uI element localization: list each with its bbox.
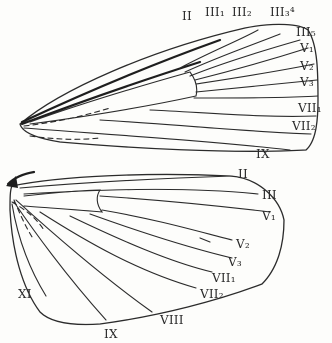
forewing-vein-V3 bbox=[194, 96, 318, 98]
forewing-label-V3: V₃ bbox=[299, 75, 314, 89]
hindwing-vein-V1 bbox=[100, 196, 270, 212]
forewing-label-III34: III₃⁴ bbox=[270, 5, 295, 19]
forewing-label-II: II bbox=[182, 9, 192, 23]
hindwing-base-wedge bbox=[6, 176, 18, 188]
forewing: II III₁ III₂ III₃⁴ III₅ V₁ V₂ V₃ VII₁ VI… bbox=[20, 5, 322, 161]
forewing-label-VII1: VII₁ bbox=[297, 101, 322, 115]
forewing-vein-dashed-2 bbox=[30, 136, 100, 139]
hindwing-vein-III bbox=[24, 189, 258, 194]
forewing-label-IX: IX bbox=[256, 147, 270, 161]
forewing-label-III2: III₂ bbox=[232, 5, 252, 19]
hindwing-label-V2: V₂ bbox=[235, 237, 250, 251]
hindwing-label-IX: IX bbox=[104, 327, 118, 341]
hindwing-label-II: II bbox=[238, 167, 248, 181]
hindwing-vein-XI bbox=[12, 204, 46, 296]
hindwing: II III V₁ V₂ V₃ VII₁ VII₂ VIII IX XI bbox=[6, 167, 284, 341]
forewing-vein-VII2 bbox=[100, 120, 311, 134]
forewing-label-V2: V₂ bbox=[299, 59, 314, 73]
forewing-vein-III1 bbox=[180, 30, 258, 68]
forewing-vein-V2 bbox=[196, 80, 317, 92]
forewing-discal-cell bbox=[30, 72, 197, 124]
forewing-label-III5: III₅ bbox=[296, 25, 316, 39]
hindwing-label-V3: V₃ bbox=[227, 255, 242, 269]
hindwing-vein-V2-branch bbox=[200, 238, 210, 242]
hindwing-vein-II bbox=[20, 176, 232, 188]
forewing-vein-VII1 bbox=[150, 110, 316, 116]
hindwing-vein-VII1 bbox=[70, 216, 212, 272]
forewing-vein-costa bbox=[22, 40, 220, 122]
forewing-label-VII2: VII₂ bbox=[291, 119, 316, 133]
hindwing-label-III: III bbox=[262, 188, 277, 202]
hindwing-label-XI: XI bbox=[18, 287, 32, 301]
forewing-vein-IX bbox=[24, 128, 290, 150]
hindwing-label-VII2: VII₂ bbox=[199, 287, 224, 301]
forewing-label-III1: III₁ bbox=[205, 5, 225, 19]
forewing-label-V1: V₁ bbox=[299, 41, 314, 55]
hindwing-label-VII1: VII₁ bbox=[211, 271, 236, 285]
hindwing-vein-V3 bbox=[90, 214, 232, 258]
hindwing-label-V1: V₁ bbox=[261, 209, 276, 223]
hindwing-label-VIII: VIII bbox=[159, 313, 184, 327]
